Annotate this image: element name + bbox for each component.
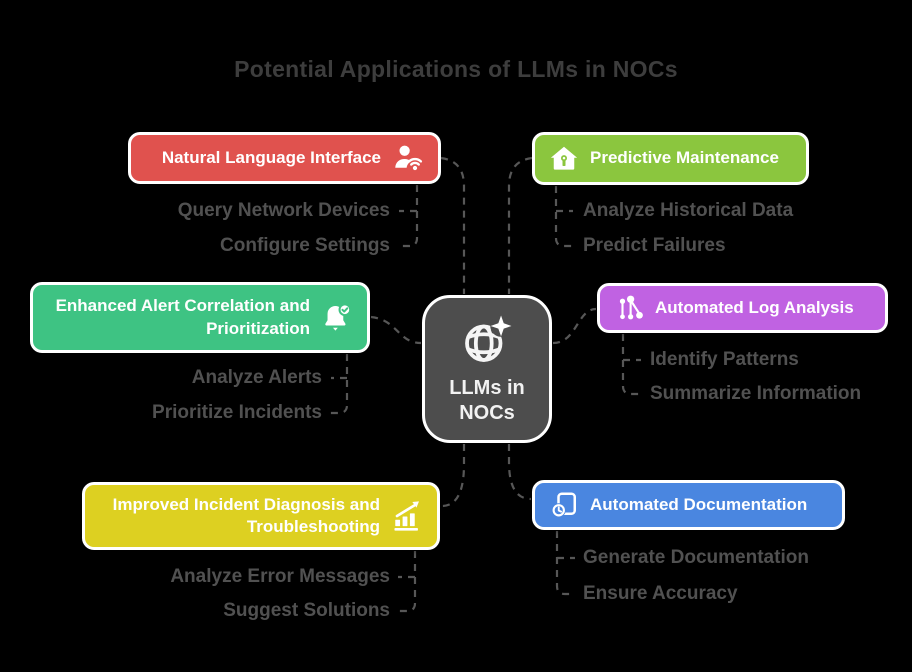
branch-incident-diagnosis: Improved Incident Diagnosis and Troubles… xyxy=(82,482,440,550)
branch-label: Automated Log Analysis xyxy=(655,297,854,317)
branch-natural-language-interface: Natural Language Interface xyxy=(128,132,441,184)
center-node: LLMs in NOCs xyxy=(422,295,552,443)
branch-label: Predictive Maintenance xyxy=(590,148,779,168)
branch-label: Improved Incident Diagnosis and Troubles… xyxy=(112,494,380,536)
sub-item: Configure Settings xyxy=(220,235,390,256)
document-clock-icon xyxy=(548,490,580,520)
sub-item: Prioritize Incidents xyxy=(152,402,322,423)
sub-item: Suggest Solutions xyxy=(223,600,390,621)
branch-label: Natural Language Interface xyxy=(161,147,381,167)
center-label-line1: LLMs in xyxy=(449,376,525,399)
center-node-label: LLMs in NOCs xyxy=(449,376,525,426)
globe-sparkle-icon xyxy=(460,313,514,367)
sub-item: Summarize Information xyxy=(650,383,862,404)
diagram-title: Potential Applications of LLMs in NOCs xyxy=(234,56,678,82)
branch-automated-log-analysis: Automated Log Analysis xyxy=(597,283,888,333)
sub-item: Predict Failures xyxy=(583,235,726,256)
sub-item: Generate Documentation xyxy=(583,547,809,568)
bell-check-icon xyxy=(320,302,354,334)
sub-item: Analyze Historical Data xyxy=(583,200,794,221)
sub-item: Ensure Accuracy xyxy=(583,583,738,604)
graph-nodes-icon xyxy=(613,293,645,323)
sub-item: Analyze Alerts xyxy=(191,367,322,388)
sub-item: Query Network Devices xyxy=(177,200,390,221)
branch-label: Automated Documentation xyxy=(590,494,808,514)
branch-automated-documentation: Automated Documentation xyxy=(532,480,845,530)
branch-label: Enhanced Alert Correlation and Prioritiz… xyxy=(55,296,310,338)
sub-item: Identify Patterns xyxy=(650,349,799,370)
sub-item: Analyze Error Messages xyxy=(170,566,390,587)
branch-predictive-maintenance: Predictive Maintenance xyxy=(532,132,809,185)
chart-growth-icon xyxy=(390,500,424,532)
person-wifi-icon xyxy=(391,143,425,173)
center-label-line2: NOCs xyxy=(459,401,515,424)
branch-enhanced-alert-correlation: Enhanced Alert Correlation and Prioritiz… xyxy=(30,282,370,353)
house-wrench-icon xyxy=(548,144,580,174)
